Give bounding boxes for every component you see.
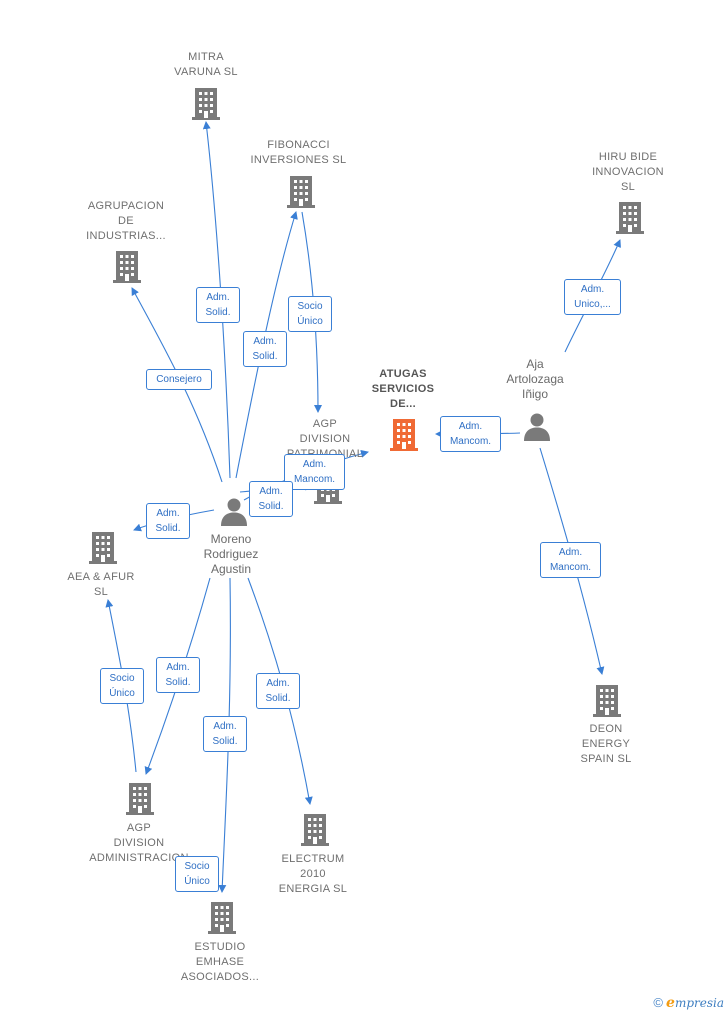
estudio-building-icon[interactable] [207, 900, 237, 934]
aja-label[interactable]: Aja Artolozaga Iñigo [506, 357, 564, 401]
relation-label-socio-fibonacci: Socio Único [288, 296, 332, 332]
agrupacion-building-icon[interactable] [112, 249, 142, 283]
relation-label-aea: Adm. Solid. [146, 503, 190, 539]
estudio-label[interactable]: ESTUDIO EMHASE ASOCIADOS... [180, 941, 260, 983]
moreno-label[interactable]: Moreno Rodriguez Agustin [203, 532, 259, 576]
atugas-building-icon[interactable] [389, 417, 419, 451]
aea-building-icon[interactable] [88, 530, 118, 564]
relation-label-deon: Adm. Mancom. [540, 542, 601, 578]
deon-building-icon[interactable] [592, 683, 622, 717]
fibonacci-building-icon[interactable] [286, 174, 316, 208]
aea-label[interactable]: AEA & AFUR SL [67, 571, 135, 598]
relation-label-mitra: Adm. Solid. [196, 287, 240, 323]
relation-label-consejero: Consejero [146, 369, 212, 390]
relation-label-fibonacci: Adm. Solid. [243, 331, 287, 367]
fibonacci-label[interactable]: FIBONACCI INVERSIONES SL [250, 139, 347, 166]
brand-e: e [666, 995, 675, 1011]
relation-label-electrum: Adm. Solid. [256, 673, 300, 709]
relation-label-aja-atugas: Adm. Mancom. [440, 416, 501, 452]
atugas-label[interactable]: ATUGAS SERVICIOS DE... [371, 368, 435, 410]
moreno-person-icon[interactable] [219, 496, 249, 526]
edge-moreno-mitra [202, 121, 231, 479]
relation-label-moreno-atugas: Adm. Mancom. [284, 454, 345, 490]
agp-admin-building-icon[interactable] [125, 781, 155, 815]
agp-admin-label[interactable]: AGP DIVISION ADMINISTRACION [89, 822, 189, 864]
relation-label-socio-estudio: Socio Único [175, 856, 219, 892]
electrum-label[interactable]: ELECTRUM 2010 ENERGIA SL [278, 853, 348, 895]
aja-person-icon[interactable] [522, 411, 552, 441]
relation-label-estudio: Adm. Solid. [203, 716, 247, 752]
agrupacion-label[interactable]: AGRUPACION DE INDUSTRIAS... [86, 200, 166, 242]
mitra-label[interactable]: MITRA VARUNA SL [174, 51, 238, 78]
relation-label-admin: Adm. Solid. [156, 657, 200, 693]
hiru-building-icon[interactable] [615, 200, 645, 234]
empresia-watermark: ©empresia [653, 995, 724, 1011]
relation-label-hiru: Adm. Unico,... [564, 279, 621, 315]
copyright-symbol: © [653, 995, 664, 1010]
mitra-building-icon[interactable] [191, 86, 221, 120]
deon-label[interactable]: DEON ENERGY SPAIN SL [580, 723, 632, 765]
relation-label-moreno-patrimonial: Adm. Solid. [249, 481, 293, 517]
relation-label-socio-aea: Socio Único [100, 668, 144, 704]
electrum-building-icon[interactable] [300, 812, 330, 846]
hiru-label[interactable]: HIRU BIDE INNOVACION SL [592, 151, 664, 193]
brand-rest: mpresia [674, 996, 724, 1010]
